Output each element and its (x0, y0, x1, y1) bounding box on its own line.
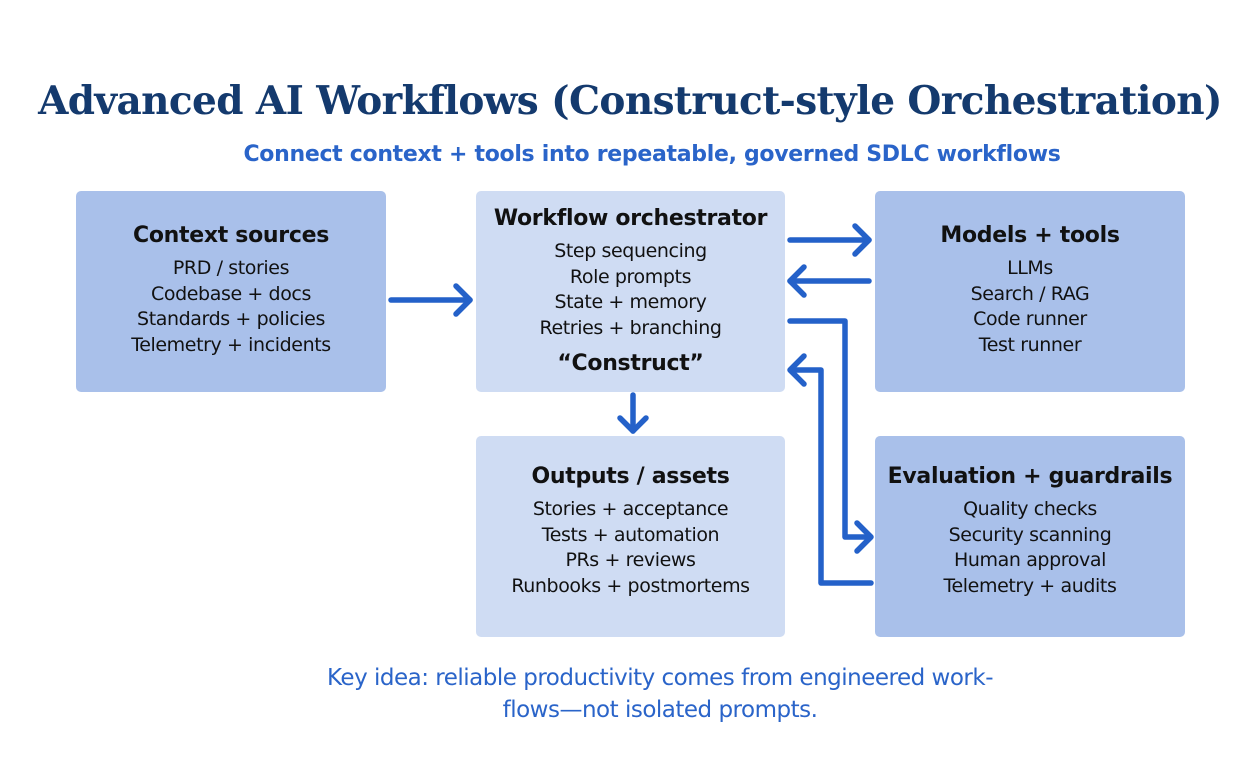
box-item: Security scanning (948, 523, 1112, 546)
box-item: Telemetry + audits (943, 574, 1117, 597)
box-item: Runbooks + postmortems (511, 574, 750, 597)
context-sources-box: Context sources PRD / stories Codebase +… (76, 191, 386, 392)
arrow-models-to-orchestrator (787, 264, 872, 298)
workflow-orchestrator-box: Workflow orchestrator Step sequencing Ro… (476, 191, 785, 392)
box-items: PRD / stories Codebase + docs Standards … (76, 256, 386, 358)
box-items: Stories + acceptance Tests + automation … (476, 497, 785, 599)
footnote-line: Key idea: reliable productivity comes fr… (327, 665, 994, 691)
box-item: Retries + branching (539, 316, 722, 339)
box-item: Telemetry + incidents (131, 333, 331, 356)
box-item: LLMs (1007, 257, 1053, 279)
arrow-orchestrator-to-outputs (617, 392, 649, 434)
box-items: LLMs Search / RAG Code runner Test runne… (875, 256, 1185, 358)
box-item: Role prompts (569, 265, 692, 288)
page-title: Advanced AI Workflows (Construct-style O… (38, 78, 1222, 124)
box-item: State + memory (554, 291, 707, 313)
models-tools-box: Models + tools LLMs Search / RAG Code ru… (875, 191, 1185, 392)
page-subtitle: Connect context + tools into repeatable,… (243, 142, 1061, 167)
box-items: Step sequencing Role prompts State + mem… (476, 239, 785, 341)
box-heading: Outputs / assets (531, 464, 730, 489)
box-items: Quality checks Security scanning Human a… (875, 497, 1185, 599)
footnote-line: flows—not isolated prompts. (502, 697, 818, 723)
arrow-orchestrator-to-models (787, 223, 872, 257)
arrow-orchestrator-to-evaluation (787, 318, 874, 554)
box-item: Codebase + docs (151, 282, 311, 305)
box-item: Standards + policies (137, 308, 325, 330)
box-item: Quality checks (963, 498, 1097, 520)
key-idea-footnote: Key idea: reliable productivity comes fr… (0, 662, 1260, 726)
box-item: Test runner (978, 333, 1082, 356)
box-heading: Evaluation + guardrails (887, 464, 1173, 489)
arrow-evaluation-to-orchestrator (787, 353, 874, 586)
outputs-assets-box: Outputs / assets Stories + acceptance Te… (476, 436, 785, 637)
box-item: PRs + reviews (565, 549, 696, 571)
box-item: PRD / stories (172, 257, 290, 279)
construct-label: “Construct” (557, 351, 704, 376)
box-heading: Models + tools (940, 223, 1120, 248)
box-item: Step sequencing (554, 240, 707, 262)
box-item: Stories + acceptance (532, 498, 729, 520)
evaluation-guardrails-box: Evaluation + guardrails Quality checks S… (875, 436, 1185, 637)
box-item: Human approval (954, 549, 1106, 571)
box-heading: Workflow orchestrator (493, 206, 768, 231)
box-item: Search / RAG (970, 282, 1090, 305)
box-item: Tests + automation (541, 523, 720, 546)
arrow-context-to-orchestrator (388, 283, 473, 317)
box-heading: Context sources (132, 223, 329, 248)
box-item: Code runner (973, 308, 1087, 330)
